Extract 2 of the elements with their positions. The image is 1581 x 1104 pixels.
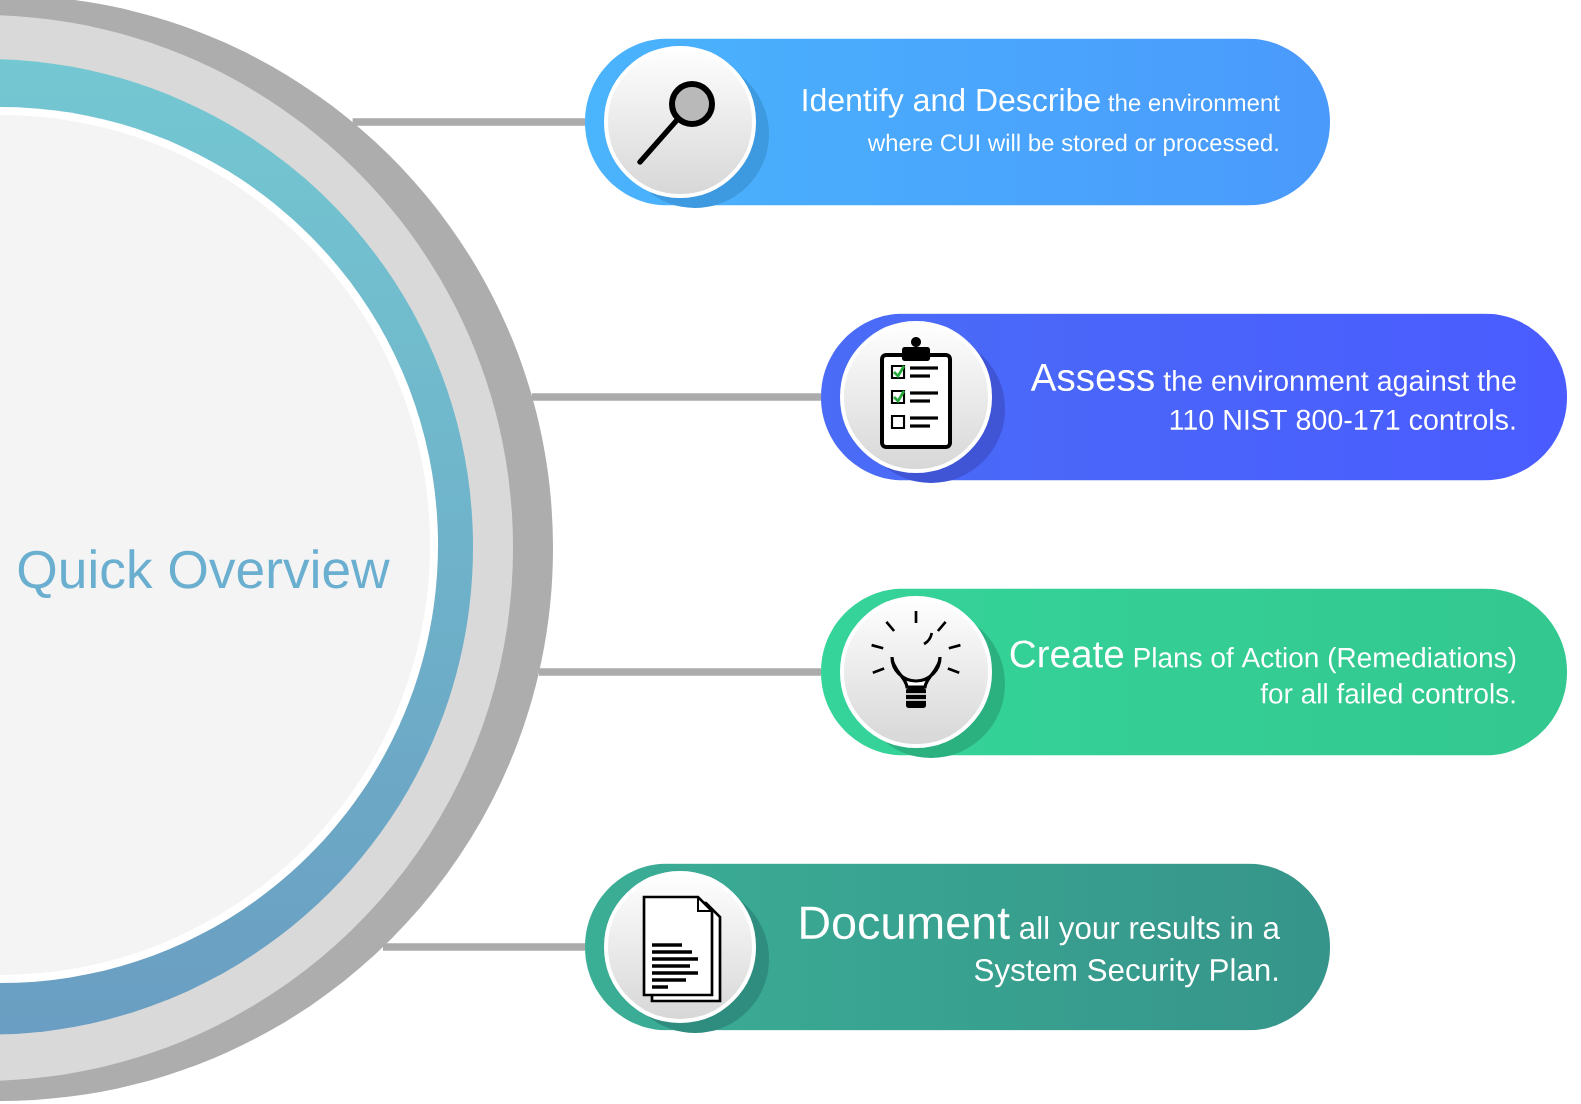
step-banner: Create Plans of Action (Remediations) for all failed controls. [840, 596, 1516, 758]
step-banner: Identify and Describe the environment where CUI will be stored or processed. [604, 46, 1280, 208]
